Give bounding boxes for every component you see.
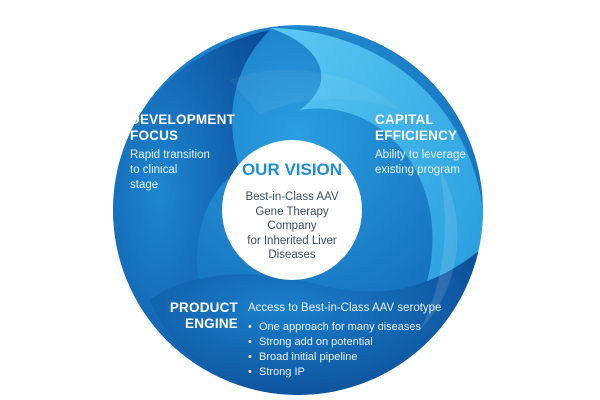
capital-efficiency-heading: CAPITAL EFFICIENCY	[375, 112, 458, 143]
vision-statement: Best-in-Class AAV Gene Therapy Company f…	[245, 191, 339, 261]
product-engine-intro: Access to Best-in-Class AAV serotype	[248, 302, 442, 314]
product-engine-bullets: One approach for many diseases Strong ad…	[248, 320, 421, 380]
bullet-item: Strong IP	[248, 365, 421, 380]
bullet-item: One approach for many diseases	[248, 320, 421, 335]
center-circle	[222, 140, 362, 280]
bullet-item: Strong add on potential	[248, 335, 421, 350]
capital-efficiency-description: Ability to leverage existing program	[375, 149, 466, 176]
development-focus-heading: DEVELOPMENT FOCUS	[130, 112, 235, 143]
product-engine-heading: PRODUCT ENGINE	[169, 300, 238, 331]
development-focus-description: Rapid transition to clinical stage	[130, 149, 210, 191]
bullet-item: Broad initial pipeline	[248, 350, 421, 365]
development-focus-segment	[113, 30, 270, 395]
vision-title: OUR VISION	[241, 160, 343, 179]
